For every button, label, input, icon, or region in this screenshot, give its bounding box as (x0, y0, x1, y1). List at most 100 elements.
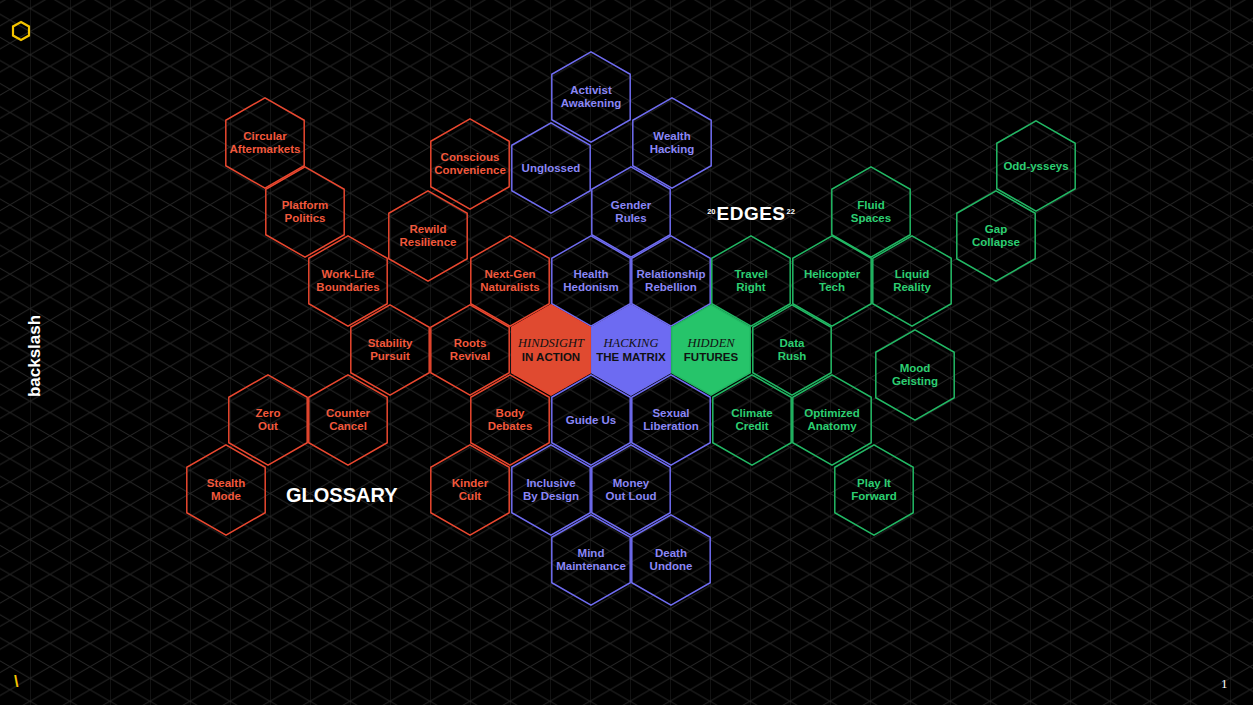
hexagon-shape (389, 191, 467, 281)
hexagon-content: Conscious Convenience (430, 118, 510, 210)
trend-name: Sexual Liberation (643, 407, 699, 433)
hexagon-shape (431, 119, 509, 209)
hexagon-shape (552, 52, 630, 142)
logo-wordmark: EDGES (716, 204, 785, 223)
hexagon-shape (876, 330, 954, 420)
hexagon-content: Travel Right (711, 235, 791, 327)
trend-hexagon: Circular Aftermarkets (225, 97, 305, 189)
trend-name: Stability Pursuit (368, 337, 413, 363)
hexagon-shape (431, 445, 509, 535)
edges-logo: 20EDGES22 (707, 204, 795, 223)
hexagon-shape (187, 445, 265, 535)
trend-hexagon: Climate Credit (712, 374, 792, 466)
hexagon-shape (552, 515, 630, 605)
trend-name: Body Debates (488, 407, 533, 433)
hexagon-content: Gender Rules (591, 166, 671, 258)
hexagon-content: Counter Cancel (308, 374, 388, 466)
trend-name: Work-Life Boundaries (316, 268, 379, 294)
hexagon-content: Liquid Reality (872, 235, 952, 327)
trend-hexagon: Liquid Reality (872, 235, 952, 327)
trend-name: Zero Out (256, 407, 281, 433)
trend-name: Money Out Loud (603, 477, 659, 503)
hexagon-content: Climate Credit (712, 374, 792, 466)
trend-name: Health Hedonism (563, 268, 619, 294)
theme-keyword: HACKING (604, 336, 659, 350)
hexagon-content: Wealth Hacking (632, 97, 712, 189)
theme-keyword: HIDDEN (687, 336, 734, 350)
trend-name: Unglossed (522, 162, 581, 175)
trend-name: Guide Us (566, 414, 616, 427)
hexagon-shape (266, 167, 344, 257)
trend-name: Wealth Hacking (650, 130, 695, 156)
hexagon-content: Stealth Mode (186, 444, 266, 536)
trend-hexagon: Wealth Hacking (632, 97, 712, 189)
trend-hexagon: Conscious Convenience (430, 118, 510, 210)
trend-name: Circular Aftermarkets (230, 130, 301, 156)
hexagon-content: Mood Geisting (875, 329, 955, 421)
hexagon-shape (229, 375, 307, 465)
theme-keyword: HINDSIGHT (518, 336, 584, 350)
trend-name: Inclusive By Design (520, 477, 582, 503)
trend-name: Roots Revival (450, 337, 490, 363)
trend-hexagon: Fluid Spaces (831, 166, 911, 258)
hexagon-shape (713, 375, 791, 465)
slide-title: GLOSSARY (286, 484, 398, 507)
trend-name: Activist Awakening (561, 84, 622, 110)
trend-name: Climate Credit (731, 407, 773, 433)
hexagon-shape (632, 515, 710, 605)
trend-name: Fluid Spaces (851, 199, 891, 225)
theme-subtitle: FUTURES (684, 351, 738, 364)
trend-hexagon: Kinder Cult (430, 444, 510, 536)
trend-name: Travel Right (734, 268, 767, 294)
hexagon-shape (512, 123, 590, 213)
trend-hexagon: Rewild Resilience (388, 190, 468, 282)
trend-hexagon: Travel Right (711, 235, 791, 327)
trend-name: Rewild Resilience (400, 223, 457, 249)
trend-name: Gap Collapse (972, 223, 1020, 249)
hexagon-content: Unglossed (511, 122, 591, 214)
hexagon-shape (873, 236, 951, 326)
page-number: 1 (1221, 676, 1228, 692)
hexagon-content: Kinder Cult (430, 444, 510, 536)
trend-hexagon: Stealth Mode (186, 444, 266, 536)
trend-name: Next-Gen Naturalists (480, 268, 539, 294)
hexagon-content: Death Undone (631, 514, 711, 606)
trend-name: Conscious Convenience (434, 151, 506, 177)
trend-hexagon: Play It Forward (834, 444, 914, 536)
brand-mark: \ (14, 673, 18, 691)
brand-hexagon-icon (13, 22, 29, 40)
hexagon-shape (793, 375, 871, 465)
trend-hexagon: Mood Geisting (875, 329, 955, 421)
trend-name: Platform Politics (282, 199, 329, 225)
trend-name: Stealth Mode (207, 477, 245, 503)
hexagon-shape (997, 121, 1075, 211)
trend-name: Kinder Cult (452, 477, 488, 503)
trend-name: Mood Geisting (892, 362, 938, 388)
trend-name: Optimized Anatomy (804, 407, 860, 433)
trend-hexagon: Death Undone (631, 514, 711, 606)
trend-name: Data Rush (778, 337, 807, 363)
trend-name: Counter Cancel (326, 407, 370, 433)
trend-hexagon: Odd-ysseys (996, 120, 1076, 212)
hexagon-content: Rewild Resilience (388, 190, 468, 282)
trend-name: Relationship Rebellion (636, 268, 705, 294)
hexagon-shape (351, 305, 429, 395)
hexagon-shape (309, 375, 387, 465)
brand-name: backslash (25, 315, 45, 397)
trend-name: Play It Forward (846, 477, 902, 503)
theme-subtitle: IN ACTION (522, 351, 580, 364)
trend-hexagon: Unglossed (511, 122, 591, 214)
trend-name: Odd-ysseys (1003, 160, 1068, 173)
trend-name: Death Undone (650, 547, 693, 573)
trend-name: Helicopter Tech (804, 268, 860, 294)
theme-subtitle: THE MATRIX (596, 351, 665, 364)
hexagon-content: Mind Maintenance (551, 514, 631, 606)
trend-hexagon: Mind Maintenance (551, 514, 631, 606)
hexagon-content: Play It Forward (834, 444, 914, 536)
hexagon-content: Circular Aftermarkets (225, 97, 305, 189)
year-prefix: 20 (707, 207, 715, 216)
hexagon-content: Fluid Spaces (831, 166, 911, 258)
hexagon-content: Helicopter Tech (792, 235, 872, 327)
trend-name: Mind Maintenance (556, 547, 626, 573)
trend-name: Gender Rules (611, 199, 651, 225)
